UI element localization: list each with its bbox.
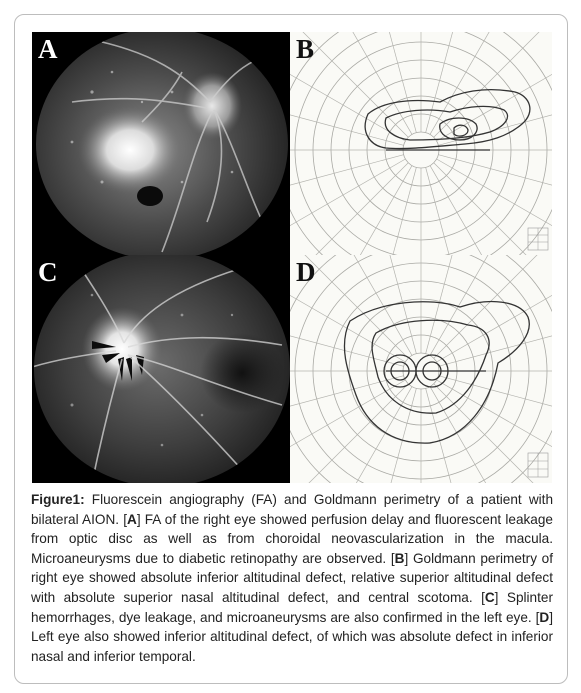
perimetry-meridian xyxy=(425,32,453,133)
perimetry-meridian xyxy=(429,32,490,135)
caption-text-b: ] Goldmann perimetry of right eye showed… xyxy=(31,550,553,605)
caption-key-c: C xyxy=(484,589,495,605)
caption-text-d: ] Left eye also showed inferior altitudi… xyxy=(31,609,553,664)
perimetry-meridian xyxy=(429,386,487,483)
perimetry-meridian xyxy=(290,73,406,142)
perimetry-meridian xyxy=(359,165,413,255)
perimetry-meridian xyxy=(436,294,552,363)
perimetry-meridian xyxy=(433,255,538,359)
perimetry-meridian xyxy=(352,32,413,135)
perimetry-meridian xyxy=(308,383,409,483)
caption-key-b: B xyxy=(394,550,405,566)
perimetry-meridian xyxy=(390,388,417,483)
caption-text-a: ] FA of the right eye showed perfusion d… xyxy=(31,511,553,566)
panel-c-angiogram-left-eye: C xyxy=(32,255,290,483)
perimetry-meridian xyxy=(389,255,417,354)
perimetry-meridian xyxy=(304,255,409,359)
caption-text-c: ] Splinter hemorrhages, dye leakage, and… xyxy=(31,589,553,625)
perimetry-meridian xyxy=(425,388,452,483)
perimetry-meridian xyxy=(436,158,552,227)
perimetry-meridian xyxy=(425,255,453,354)
perimetry-meridian xyxy=(290,294,406,363)
perimetry-meridian xyxy=(290,375,404,407)
perimetry-meridian xyxy=(425,167,450,255)
figure-caption: Figure1: Fluorescein angiography (FA) an… xyxy=(31,490,553,666)
perimetry-left-eye-chart xyxy=(290,255,552,483)
perimetry-meridian xyxy=(433,32,540,138)
perimetry-meridian xyxy=(302,32,409,138)
perimetry-right-eye-chart xyxy=(290,32,552,255)
panel-label-a: A xyxy=(38,34,58,64)
caption-key-a: A xyxy=(126,511,137,527)
angiogram-left-eye-image xyxy=(34,255,290,483)
perimetry-meridian xyxy=(438,375,552,407)
perimetry-meridian xyxy=(389,32,417,133)
panel-d-perimetry-left-eye: D xyxy=(290,255,552,483)
panel-label-d: D xyxy=(296,257,316,287)
perimetry-meridian xyxy=(290,379,406,448)
perimetry-meridian xyxy=(429,165,483,255)
perimetry-meridian xyxy=(433,383,534,483)
perimetry-meridian xyxy=(438,335,552,367)
perimetry-meridian xyxy=(392,167,417,255)
perimetry-left-isopters xyxy=(343,300,530,444)
perimetry-meridian xyxy=(429,255,489,356)
panel-b-perimetry-right-eye: B xyxy=(290,32,552,255)
perimetry-right-isopters xyxy=(364,89,531,151)
perimetry-meridian xyxy=(436,73,552,142)
perimetry-meridian xyxy=(438,114,552,146)
perimetry-meridian xyxy=(353,255,413,356)
panel-label-c: C xyxy=(38,257,58,287)
panel-label-b: B xyxy=(296,34,315,64)
perimetry-meridian xyxy=(436,379,552,448)
perimetry-meridian xyxy=(315,162,409,255)
angiogram-right-eye-image xyxy=(36,32,288,255)
perimetry-meridian xyxy=(433,162,527,255)
caption-intro: Fluorescein angiography (FA) and Goldman… xyxy=(31,492,553,527)
perimetry-right-stamp xyxy=(527,227,549,251)
caption-label: Figure1: xyxy=(31,492,85,507)
perimetry-meridian xyxy=(290,154,404,186)
caption-key-d: D xyxy=(539,609,550,625)
perimetry-meridian xyxy=(290,114,404,146)
perimetry-meridian xyxy=(290,158,406,227)
perimetry-meridian xyxy=(290,335,404,367)
panel-a-angiogram-right-eye: A xyxy=(32,32,290,255)
perimetry-meridian xyxy=(438,154,552,186)
perimetry-meridian xyxy=(355,386,413,483)
perimetry-left-stamp xyxy=(527,452,549,478)
